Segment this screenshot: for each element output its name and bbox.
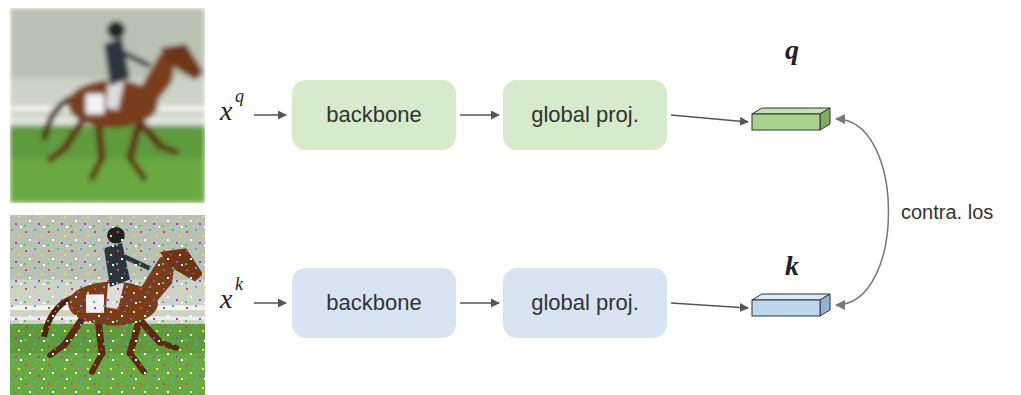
input-superscript: q bbox=[235, 86, 244, 106]
flow-arrow bbox=[671, 115, 748, 122]
blurred-photo bbox=[10, 8, 205, 203]
process-box: backbone bbox=[292, 268, 456, 338]
vector-name: q bbox=[750, 34, 834, 66]
flow-arrow bbox=[460, 302, 499, 304]
input-symbol: x bbox=[220, 283, 232, 314]
vector-name: k bbox=[750, 250, 834, 282]
input-arrow bbox=[254, 114, 286, 116]
noisy-photo bbox=[10, 215, 205, 395]
box-label: backbone bbox=[326, 290, 421, 316]
flow-arrow bbox=[671, 303, 748, 308]
input-superscript: k bbox=[235, 274, 243, 294]
edge-label: contra. los bbox=[899, 201, 995, 224]
box-label: global proj. bbox=[531, 102, 639, 128]
feature-vector: q bbox=[750, 34, 834, 132]
input-arrow bbox=[254, 302, 286, 304]
flow-arrow bbox=[460, 114, 499, 116]
vector-bar bbox=[750, 292, 834, 318]
process-box: backbone bbox=[292, 80, 456, 150]
box-label: global proj. bbox=[531, 290, 639, 316]
box-label: backbone bbox=[326, 102, 421, 128]
vector-bar bbox=[750, 106, 834, 132]
feature-vector: k bbox=[750, 250, 834, 318]
contrast-arrow bbox=[836, 119, 889, 305]
process-box: global proj. bbox=[503, 268, 667, 338]
process-box: global proj. bbox=[503, 80, 667, 150]
input-symbol: x bbox=[220, 95, 232, 126]
